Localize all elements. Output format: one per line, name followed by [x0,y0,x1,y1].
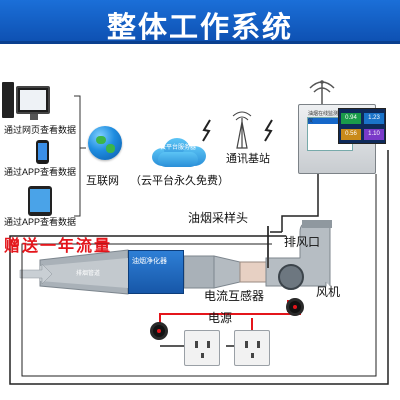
signal-bolt-icon [202,119,211,142]
fan-housing [278,264,304,290]
page-title: 整体工作系统 [106,10,293,44]
computer-tower-icon [2,82,14,118]
current-sensor-icon [286,298,304,316]
cloud-icon [148,136,208,168]
fan-label: 风机 [316,285,341,299]
duct-label: 排烟管道 [76,271,101,277]
oil-fume-purifier [128,250,184,294]
signal-bolt-icon [264,119,273,142]
duct-taper [213,255,241,289]
base-station-label: 通讯基站 [226,153,270,165]
data-cable [270,174,319,233]
current-sensor-icon [150,322,168,340]
globe-icon [88,126,122,160]
duct-sampling-section [239,261,267,283]
exhaust-outlet [302,220,332,228]
antenna-icon [232,111,252,149]
exhaust-duct-mid [183,255,215,289]
power-cable-inner [21,174,377,377]
exhaust-duct-inner [40,258,128,288]
purifier-label: 油烟净化器 [132,258,167,265]
app-phone-label: 通过APP查看数据 [4,167,77,177]
tablet-icon [28,186,52,216]
title-banner: 整体工作系统 [0,0,400,44]
sampling-head-label: 油烟采样头 [188,211,249,225]
phone-icon [36,140,49,164]
promo-text: 赠送一年流量 [4,238,113,255]
web-view-label: 通过网页查看数据 [4,125,77,135]
cabinet-title: 油烟在线监测仪 [308,111,339,124]
internet-label: 互联网 [86,175,119,187]
reading-value: 0.94 [341,113,361,124]
wifi-icon [309,80,335,104]
computer-icon [16,86,50,120]
current-sensor-label: 电流互感器 [204,289,265,303]
power-label: 电源 [208,311,233,325]
reading-value: 1.23 [364,113,384,124]
exhaust-outlet-label: 排风口 [284,235,321,249]
cloud-platform-label: （云平台永久免费） [130,175,229,187]
reading-value: 0.56 [341,129,361,140]
arrow-icon [19,263,53,285]
cloud-icon-text: 云平台服务器 [159,145,196,151]
reading-value: 1.10 [364,129,384,140]
power-cable-outer [9,150,389,385]
app-tablet-label: 通过APP查看数据 [4,217,77,227]
socket-icon [184,330,220,366]
device-bracket [74,95,86,217]
cabinet-display: 0.94 1.23 0.56 1.10 [338,108,386,144]
socket-icon [234,330,270,366]
